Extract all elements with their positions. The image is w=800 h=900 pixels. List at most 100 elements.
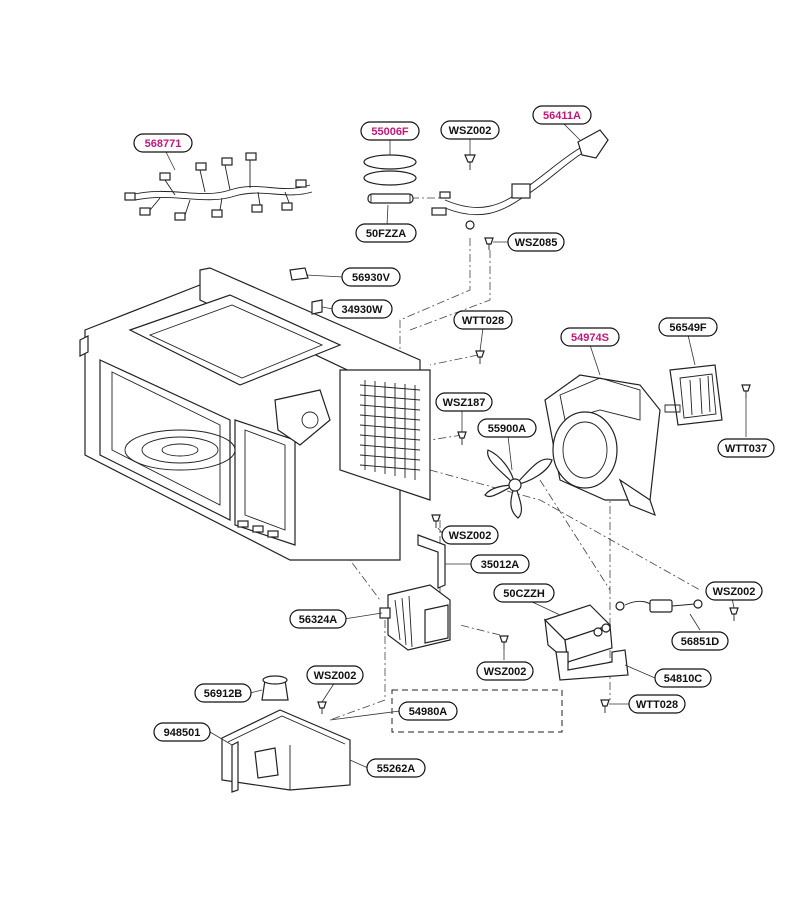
assembly-group-box — [391, 689, 563, 733]
part-number-label: 56324A — [299, 614, 338, 626]
part-number-label: WTT028 — [462, 315, 504, 327]
callout-54974S[interactable]: 54974S — [560, 327, 620, 347]
part-number-label: WTT037 — [725, 443, 767, 455]
callout-bubble — [366, 758, 426, 778]
callout-50CZZH[interactable]: 50CZZH — [493, 583, 555, 603]
callout-50FZZA[interactable]: 50FZZA — [355, 223, 417, 243]
callout-56851D[interactable]: 56851D — [671, 631, 729, 651]
callout-bubble — [289, 609, 347, 629]
callout-bubble — [477, 418, 537, 438]
magnetron — [379, 584, 451, 651]
callout-54980A[interactable]: 54980A — [398, 701, 458, 721]
part-number-label: 55900A — [488, 423, 527, 435]
callout-56912B[interactable]: 56912B — [194, 683, 252, 703]
callout-bubble — [306, 665, 364, 685]
vent-grille — [359, 380, 421, 480]
callout-bubble — [133, 133, 193, 153]
part-number-label: WSZ002 — [314, 670, 357, 682]
callout-WTT037[interactable]: WTT037 — [717, 438, 775, 458]
part-number-label: 948501 — [164, 727, 201, 739]
part-number-label: 54980A — [409, 706, 448, 718]
callout-WSZ187[interactable]: WSZ187 — [435, 392, 493, 412]
part-number-label: 54810C — [664, 673, 703, 685]
callout-56549F[interactable]: 56549F — [658, 317, 718, 337]
part-number-label: 50FZZA — [366, 228, 406, 240]
oven-cavity — [79, 267, 431, 561]
screws — [317, 237, 751, 714]
callout-bubble — [435, 392, 493, 412]
leader-lines — [164, 121, 747, 769]
callout-55900A[interactable]: 55900A — [477, 418, 537, 438]
callout-bubble — [532, 105, 592, 125]
part-number-label: WSZ002 — [713, 586, 756, 598]
callout-bubble — [658, 317, 718, 337]
callout-56411A[interactable]: 56411A — [532, 105, 592, 125]
part-number-label: WTT028 — [636, 699, 678, 711]
part-number-label: 55262A — [377, 763, 416, 775]
part-callouts: 568771 55006F WSZ002 56411A 50FZZA WSZ08… — [133, 105, 775, 778]
callout-bubble — [671, 631, 729, 651]
part-number-label: WSZ002 — [449, 125, 492, 137]
callout-35012A[interactable]: 35012A — [470, 554, 530, 574]
callout-bubble — [331, 299, 393, 319]
callout-948501[interactable]: 948501 — [153, 722, 211, 742]
callout-bubble — [628, 694, 686, 714]
capacitor-bracket — [555, 649, 629, 681]
callout-bubble — [360, 121, 420, 141]
fan-motor — [664, 364, 723, 426]
fuse-assembly — [363, 154, 417, 204]
callout-55006F[interactable]: 55006F — [360, 121, 420, 141]
part-number-label: 54974S — [571, 332, 609, 344]
callout-bubble — [717, 438, 775, 458]
part-number-label: 50CZZH — [503, 588, 545, 600]
callout-WSZ002-e[interactable]: WSZ002 — [306, 665, 364, 685]
callout-WSZ002-b[interactable]: WSZ002 — [441, 525, 499, 545]
callout-bubble — [194, 683, 252, 703]
callout-bubble — [654, 668, 712, 688]
callout-WSZ002-c[interactable]: WSZ002 — [705, 581, 763, 601]
transformer — [221, 675, 351, 793]
hv-diode — [615, 599, 703, 613]
callout-WSZ002-d[interactable]: WSZ002 — [476, 661, 534, 681]
part-number-label: 56549F — [669, 322, 707, 334]
callout-34930W[interactable]: 34930W — [331, 299, 393, 319]
part-number-label: 56912B — [204, 688, 243, 700]
callout-55262A[interactable]: 55262A — [366, 758, 426, 778]
callout-WSZ002-a[interactable]: WSZ002 — [440, 120, 500, 140]
callout-bubble — [493, 583, 555, 603]
callout-WSZ085[interactable]: WSZ085 — [507, 232, 565, 252]
callout-568771[interactable]: 568771 — [133, 133, 193, 153]
callout-56930V[interactable]: 56930V — [341, 267, 401, 287]
part-number-label: 568771 — [145, 138, 182, 150]
callout-bubble — [507, 232, 565, 252]
callout-bubble — [453, 310, 513, 330]
part-number-label: 35012A — [481, 559, 520, 571]
callout-56324A[interactable]: 56324A — [289, 609, 347, 629]
fan-housing — [544, 374, 661, 517]
fan-blade — [484, 449, 553, 519]
callout-WTT028-b[interactable]: WTT028 — [628, 694, 686, 714]
callout-bubble — [398, 701, 458, 721]
callout-WTT028-a[interactable]: WTT028 — [453, 310, 513, 330]
capacitor — [543, 604, 613, 664]
part-number-label: 34930W — [342, 304, 384, 316]
callout-bubble — [705, 581, 763, 601]
callout-bubble — [153, 722, 211, 742]
part-number-label: WSZ002 — [449, 530, 492, 542]
callout-bubble — [470, 554, 530, 574]
callout-54810C[interactable]: 54810C — [654, 668, 712, 688]
part-number-label: 56851D — [681, 636, 720, 648]
callout-bubble — [355, 223, 417, 243]
part-number-label: WSZ085 — [515, 237, 558, 249]
part-number-label: 55006F — [371, 126, 409, 138]
wire-harness — [124, 152, 313, 221]
part-number-label: 56930V — [352, 272, 391, 284]
part-number-label: WSZ187 — [443, 397, 486, 409]
transformer-bracket — [417, 534, 446, 589]
callout-bubble — [440, 120, 500, 140]
part-number-label: WSZ002 — [484, 666, 527, 678]
power-cord — [431, 129, 609, 230]
part-number-label: 56411A — [543, 110, 581, 122]
callout-bubble — [476, 661, 534, 681]
